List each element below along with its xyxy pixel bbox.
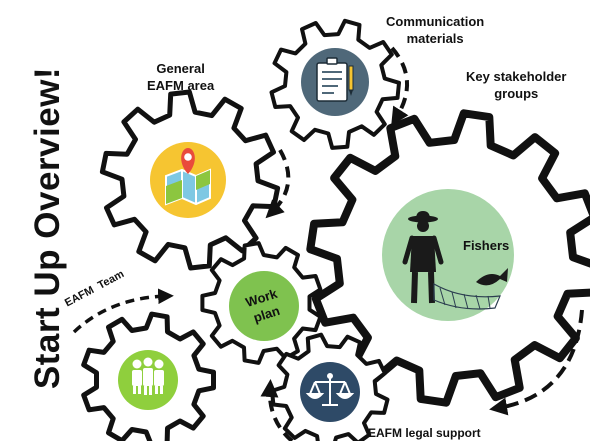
arrow-stakeholder-to-legal <box>489 309 584 416</box>
communication-materials-label: Communication materials <box>386 14 485 46</box>
legal-support-label: EAFM legal support <box>368 426 481 440</box>
map-pin-icon <box>165 148 211 206</box>
group-people-icon <box>132 357 164 395</box>
key-stakeholder-label: Key stakeholder groups <box>466 69 567 101</box>
scales-of-justice-icon <box>305 373 355 406</box>
fishers-label: Fishers <box>463 238 510 253</box>
arrow-comm-to-general <box>390 46 409 126</box>
fishers-circle <box>382 189 514 321</box>
work-plan-circle <box>229 271 299 341</box>
general-area-label: General EAFM area <box>147 61 215 93</box>
fisher-with-net-icon <box>402 211 508 310</box>
arrow-general-to-work <box>265 149 291 219</box>
arrow-legal-to-work <box>260 379 294 441</box>
document-clipboard-icon <box>316 57 354 102</box>
page-title: Start Up Overview! <box>28 66 67 390</box>
arrow-team-to-work <box>72 288 174 334</box>
